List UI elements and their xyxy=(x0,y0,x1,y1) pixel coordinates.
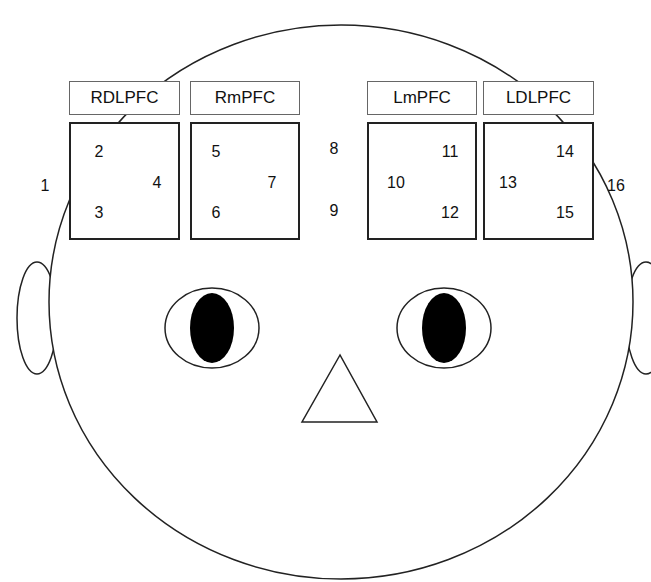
region-box: 2 4 3 xyxy=(69,122,180,240)
channel-number: 10 xyxy=(387,174,405,192)
region-label-box: RDLPFC xyxy=(69,81,180,115)
channel-number: 3 xyxy=(95,204,104,222)
right-pupil xyxy=(422,293,466,363)
channel-number: 4 xyxy=(153,174,162,192)
channel-number: 1 xyxy=(41,177,50,195)
channel-number: 7 xyxy=(268,174,277,192)
region-box: 14 13 15 xyxy=(483,122,594,240)
channel-number: 9 xyxy=(330,202,339,220)
channel-number: 2 xyxy=(95,143,104,161)
channel-number: 6 xyxy=(212,204,221,222)
region-name: RmPFC xyxy=(215,88,275,108)
region-name: LmPFC xyxy=(393,88,451,108)
region-label-box: LmPFC xyxy=(367,81,477,115)
region-box: 11 10 12 xyxy=(367,122,477,240)
channel-number: 14 xyxy=(556,143,574,161)
left-eye xyxy=(165,288,259,368)
region-label-box: RmPFC xyxy=(190,81,300,115)
region-label-box: LDLPFC xyxy=(483,81,594,115)
region-name: LDLPFC xyxy=(506,88,571,108)
channel-number: 5 xyxy=(212,143,221,161)
channel-number: 13 xyxy=(499,174,517,192)
channel-number: 12 xyxy=(441,204,459,222)
nose xyxy=(302,355,377,422)
channel-number: 8 xyxy=(330,140,339,158)
region-box: 5 7 6 xyxy=(190,122,300,240)
right-eye xyxy=(397,288,491,368)
head-outline xyxy=(49,25,633,579)
channel-number: 11 xyxy=(442,143,459,161)
left-pupil xyxy=(190,293,234,363)
region-name: RDLPFC xyxy=(90,88,158,108)
channel-number: 16 xyxy=(607,177,625,195)
channel-number: 15 xyxy=(556,204,574,222)
